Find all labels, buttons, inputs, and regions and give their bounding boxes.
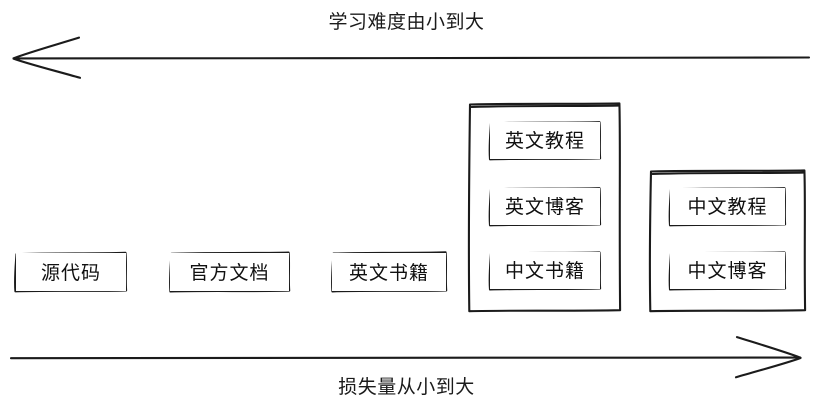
top-axis-line <box>12 56 811 60</box>
node-label: 官方文档 <box>189 261 270 284</box>
node-english-books[interactable]: 英文书籍 <box>332 253 446 291</box>
node-label: 中文教程 <box>687 196 768 218</box>
node-official-docs[interactable]: 官方文档 <box>170 253 289 291</box>
group-frame-chinese <box>648 169 807 313</box>
group-frame-english <box>467 102 622 313</box>
node-label: 英文博客 <box>504 196 585 218</box>
top-axis-caption: 学习难度由小到大 <box>328 11 485 33</box>
node-label: 英文书籍 <box>348 261 429 284</box>
node-label: 中文书籍 <box>504 260 585 282</box>
node-label: 英文教程 <box>504 130 585 152</box>
node-english-tutorial[interactable]: 英文教程 <box>490 122 600 159</box>
node-source-code[interactable]: 源代码 <box>16 253 126 291</box>
node-chinese-tutorial[interactable]: 中文教程 <box>670 188 785 225</box>
right-arrow-head-icon <box>734 336 802 379</box>
node-label: 源代码 <box>40 261 101 284</box>
node-label: 中文博客 <box>687 260 768 282</box>
node-english-blog[interactable]: 英文博客 <box>490 188 600 225</box>
bottom-axis-caption: 损失量从小到大 <box>338 376 475 398</box>
bottom-axis-line <box>9 356 802 360</box>
node-chinese-books[interactable]: 中文书籍 <box>490 252 600 289</box>
node-chinese-blog[interactable]: 中文博客 <box>670 252 785 289</box>
left-arrow-head-icon <box>12 36 82 79</box>
